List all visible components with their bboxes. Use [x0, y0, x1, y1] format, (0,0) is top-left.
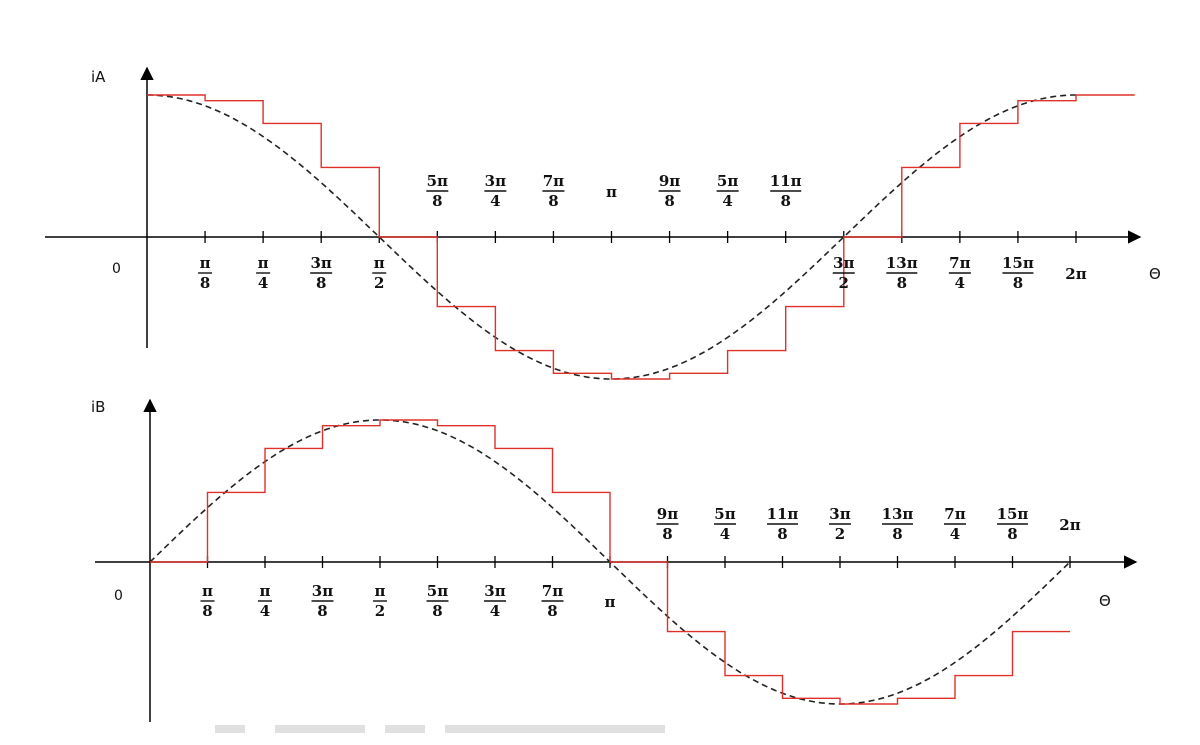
- tick-label-numerator: 3π: [829, 505, 850, 523]
- tick-label-numerator: 15π: [1002, 254, 1034, 272]
- tick-label-denominator: 2: [374, 274, 384, 292]
- phase-b-current-plot: π 8 π 4 3π 8 π 2 5π 8 3π 4 7π 8 π 9π 8 5π 4 11π 8 3π 2 13π 8 7π 4 1…: [91, 398, 1138, 722]
- tick-label-denominator: 8: [317, 602, 327, 620]
- tick-label: π: [605, 593, 616, 611]
- tick-label-denominator: 2: [375, 602, 385, 620]
- tick-label-numerator: 7π: [542, 582, 563, 600]
- tick-label-denominator: 8: [202, 602, 212, 620]
- tick-label-numerator: 11π: [767, 505, 799, 523]
- tick-label-denominator: 8: [892, 525, 902, 543]
- tick-label-numerator: 9π: [659, 172, 680, 190]
- tick-label-denominator: 4: [955, 274, 965, 292]
- tick-label: 2π: [1059, 516, 1080, 534]
- tick-label-numerator: 5π: [427, 582, 448, 600]
- tick-label-numerator: 3π: [312, 582, 333, 600]
- tick-label-numerator: 5π: [717, 172, 738, 190]
- tick-label-numerator: 13π: [882, 505, 914, 523]
- tick-label-denominator: 4: [722, 192, 732, 210]
- tick-label-numerator: π: [375, 582, 386, 600]
- tick-label-numerator: 5π: [714, 505, 735, 523]
- tick-label-denominator: 4: [490, 602, 500, 620]
- tick-label-denominator: 8: [548, 192, 558, 210]
- tick-label-numerator: 7π: [944, 505, 965, 523]
- tick-label: 2π: [1065, 265, 1086, 283]
- tick-label-denominator: 4: [258, 274, 268, 292]
- tick-label-numerator: 3π: [310, 254, 331, 272]
- tick-label-denominator: 8: [200, 274, 210, 292]
- tick-label-denominator: 8: [780, 192, 790, 210]
- tick-label-numerator: π: [374, 254, 385, 272]
- phase-a-current-plot: π 8 π 4 3π 8 π 2 5π 8 3π 4 7π 8 π 9π 8 5π 4 11π 8 3π 2 13π 8 7π 4 1…: [45, 66, 1161, 380]
- tick-label-denominator: 4: [490, 192, 500, 210]
- x-axis-label-a: Θ: [1149, 265, 1161, 283]
- y-axis-label-b: iB: [91, 398, 105, 416]
- tick-label-denominator: 8: [777, 525, 787, 543]
- tick-label-denominator: 8: [432, 192, 442, 210]
- tick-label-numerator: 3π: [833, 254, 854, 272]
- tick-label-numerator: π: [202, 582, 213, 600]
- tick-label-numerator: 15π: [997, 505, 1029, 523]
- tick-label-numerator: 7π: [949, 254, 970, 272]
- tick-label-denominator: 2: [839, 274, 849, 292]
- tick-label-denominator: 8: [897, 274, 907, 292]
- tick-label-denominator: 8: [316, 274, 326, 292]
- tick-label-denominator: 4: [950, 525, 960, 543]
- stepped-current-a: [147, 94, 1135, 380]
- tick-label-denominator: 8: [1007, 525, 1017, 543]
- tick-label-denominator: 4: [720, 525, 730, 543]
- tick-label-denominator: 4: [260, 602, 270, 620]
- x-tick-labels-a: π 8 π 4 3π 8 π 2 5π 8 3π 4 7π 8 π 9π 8 5π 4 11π 8 3π 2 13π 8 7π 4 1…: [198, 172, 1087, 292]
- x-ticks-b: [206, 556, 1071, 568]
- tick-label-numerator: 9π: [657, 505, 678, 523]
- tick-label-denominator: 8: [662, 525, 672, 543]
- tick-label-numerator: 3π: [484, 582, 505, 600]
- tick-label-numerator: π: [260, 582, 271, 600]
- dashed-cosine-curve-a: [147, 94, 1076, 380]
- tick-label-numerator: 11π: [770, 172, 802, 190]
- tick-label-numerator: 7π: [543, 172, 564, 190]
- caption-smudge: [215, 725, 665, 733]
- x-tick-labels-b: π 8 π 4 3π 8 π 2 5π 8 3π 4 7π 8 π 9π 8 5π 4 11π 8 3π 2 13π 8 7π 4 1…: [200, 505, 1081, 620]
- tick-label-numerator: 13π: [886, 254, 918, 272]
- tick-label: π: [606, 183, 617, 201]
- origin-label-b: 0: [114, 588, 123, 604]
- y-axis-label-a: iA: [91, 68, 106, 86]
- tick-label-denominator: 8: [547, 602, 557, 620]
- tick-label-numerator: 5π: [427, 172, 448, 190]
- tick-label-denominator: 8: [432, 602, 442, 620]
- tick-label-numerator: π: [258, 254, 269, 272]
- tick-label-denominator: 8: [664, 192, 674, 210]
- x-axis-label-b: Θ: [1099, 592, 1111, 610]
- tick-label-numerator: π: [200, 254, 211, 272]
- tick-label-denominator: 8: [1013, 274, 1023, 292]
- stepped-current-b: [150, 419, 1070, 705]
- tick-label-denominator: 2: [835, 525, 845, 543]
- tick-label-numerator: 3π: [485, 172, 506, 190]
- origin-label-a: 0: [112, 261, 121, 277]
